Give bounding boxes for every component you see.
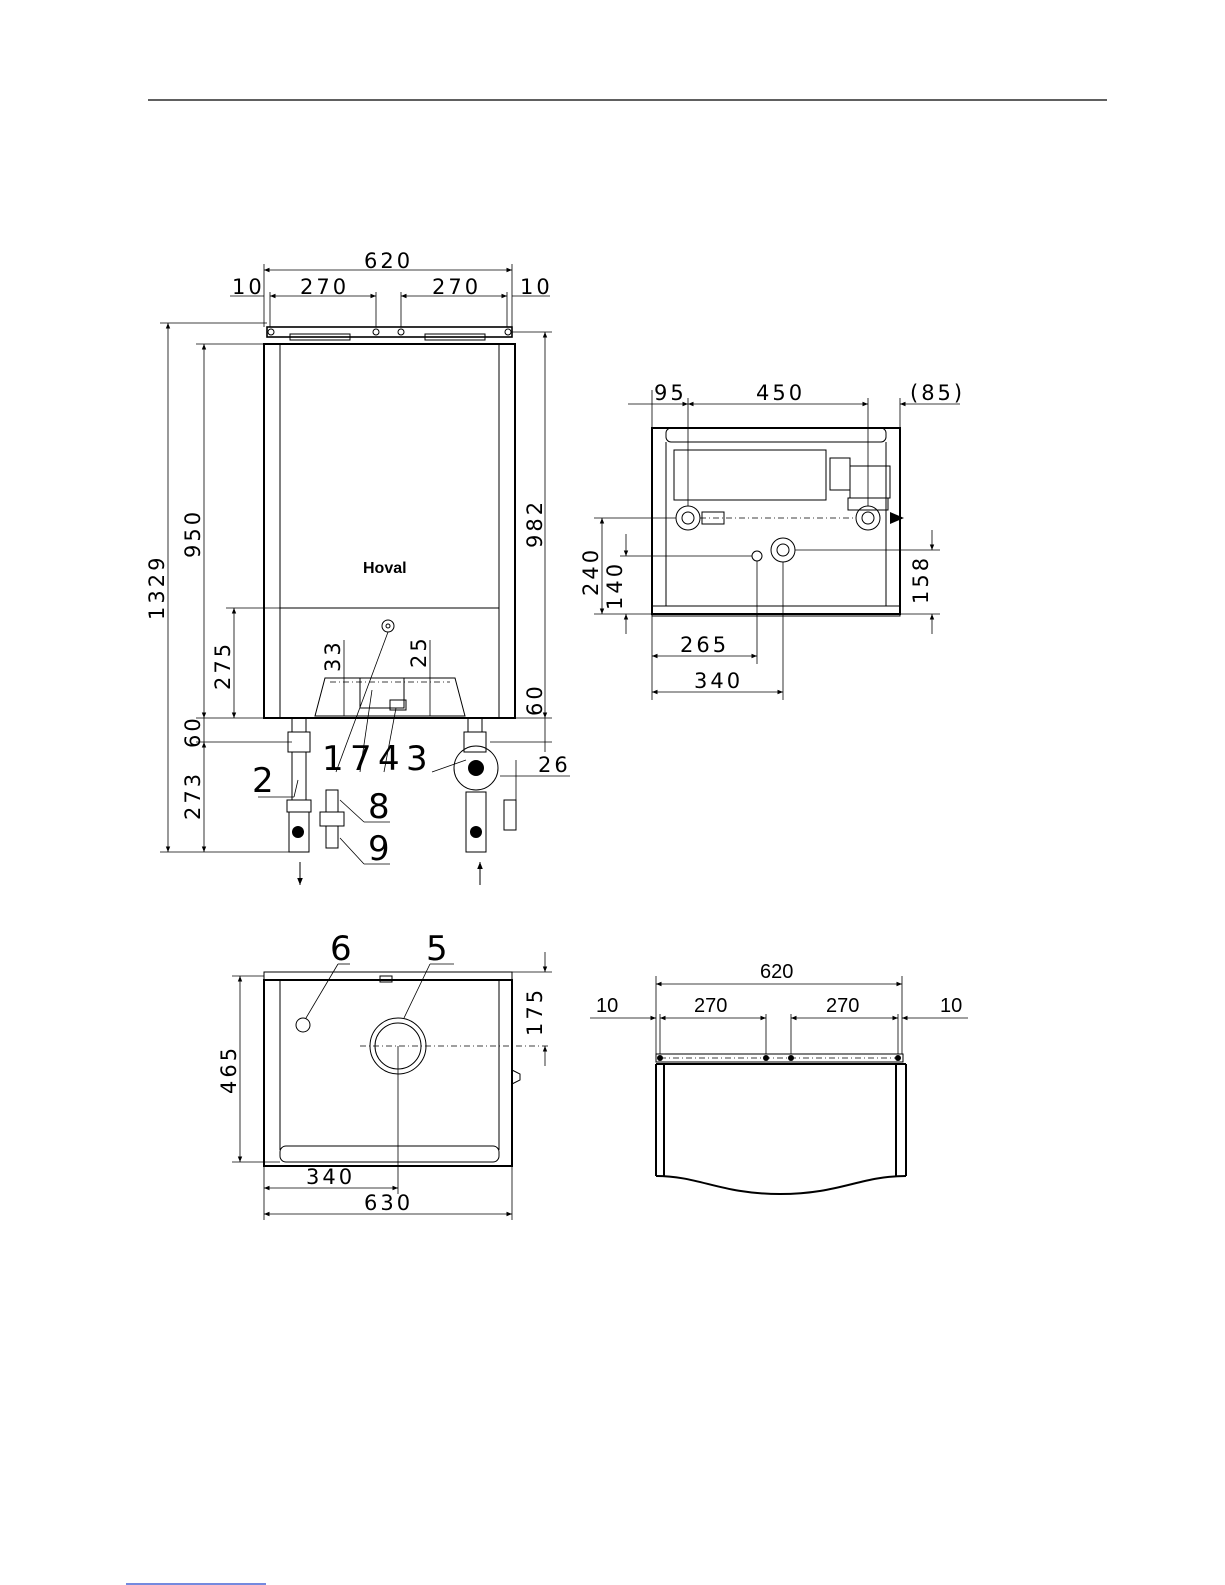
- callout-1: 1: [322, 739, 344, 779]
- dim-26: 26: [538, 753, 571, 777]
- bracket-view: 620 10 270 270 10: [590, 961, 968, 1194]
- dim-60-right: 60: [523, 683, 547, 716]
- bottom-view: 95 450 (85) 240 140 158 265 340: [579, 381, 965, 700]
- callout-3: 3: [406, 739, 428, 779]
- dim-175: 175: [523, 987, 547, 1036]
- dim-630: 630: [364, 1191, 413, 1215]
- dim-25: 25: [407, 635, 431, 668]
- dim-270-right-bracket: 270: [826, 995, 859, 1017]
- dim-270-right-front: 270: [432, 275, 481, 299]
- boiler-casing: [264, 344, 515, 718]
- dim-33: 33: [321, 639, 345, 672]
- dim-340-top: 340: [306, 1165, 355, 1189]
- callout-4: 4: [378, 739, 400, 779]
- dim-85: (85): [910, 381, 965, 405]
- dim-10-left-bracket: 10: [596, 995, 618, 1017]
- dim-95: 95: [654, 381, 687, 405]
- dim-340-bottom: 340: [694, 669, 743, 693]
- dim-450: 450: [756, 381, 805, 405]
- wall-bracket: [267, 327, 512, 337]
- dim-270-left-front: 270: [300, 275, 349, 299]
- dim-950: 950: [181, 509, 205, 558]
- dim-620-front: 620: [364, 249, 413, 273]
- dim-10-left-front: 10: [232, 275, 265, 299]
- dim-240: 240: [579, 547, 603, 596]
- dim-620-bracket: 620: [760, 961, 793, 983]
- dim-158: 158: [909, 555, 933, 604]
- callout-9: 9: [368, 829, 390, 869]
- dim-60-left: 60: [181, 715, 205, 748]
- bracket-casing: [656, 1064, 906, 1176]
- top-view: 465 175 340 630 6 5: [217, 929, 552, 1220]
- dim-140: 140: [603, 561, 627, 610]
- dim-275: 275: [211, 641, 235, 690]
- dim-270-left-bracket: 270: [694, 995, 727, 1017]
- dim-465: 465: [217, 1045, 241, 1094]
- dim-982: 982: [523, 499, 547, 548]
- dim-10-right-bracket: 10: [940, 995, 962, 1017]
- dim-1329: 1329: [145, 555, 169, 620]
- air-inlet-icon: [296, 1018, 310, 1032]
- callout-8: 8: [368, 787, 390, 827]
- callout-6: 6: [330, 929, 352, 969]
- flue-connection-icon: [382, 620, 394, 632]
- top-view-outline: [264, 980, 512, 1166]
- front-view: Hoval: [145, 249, 571, 885]
- callout-7: 7: [350, 739, 372, 779]
- brand-logo: Hoval: [363, 560, 407, 577]
- dim-273: 273: [181, 771, 205, 820]
- callout-2: 2: [252, 761, 274, 801]
- dim-10-right-front: 10: [520, 275, 553, 299]
- callout-5: 5: [426, 929, 448, 969]
- dim-265: 265: [680, 633, 729, 657]
